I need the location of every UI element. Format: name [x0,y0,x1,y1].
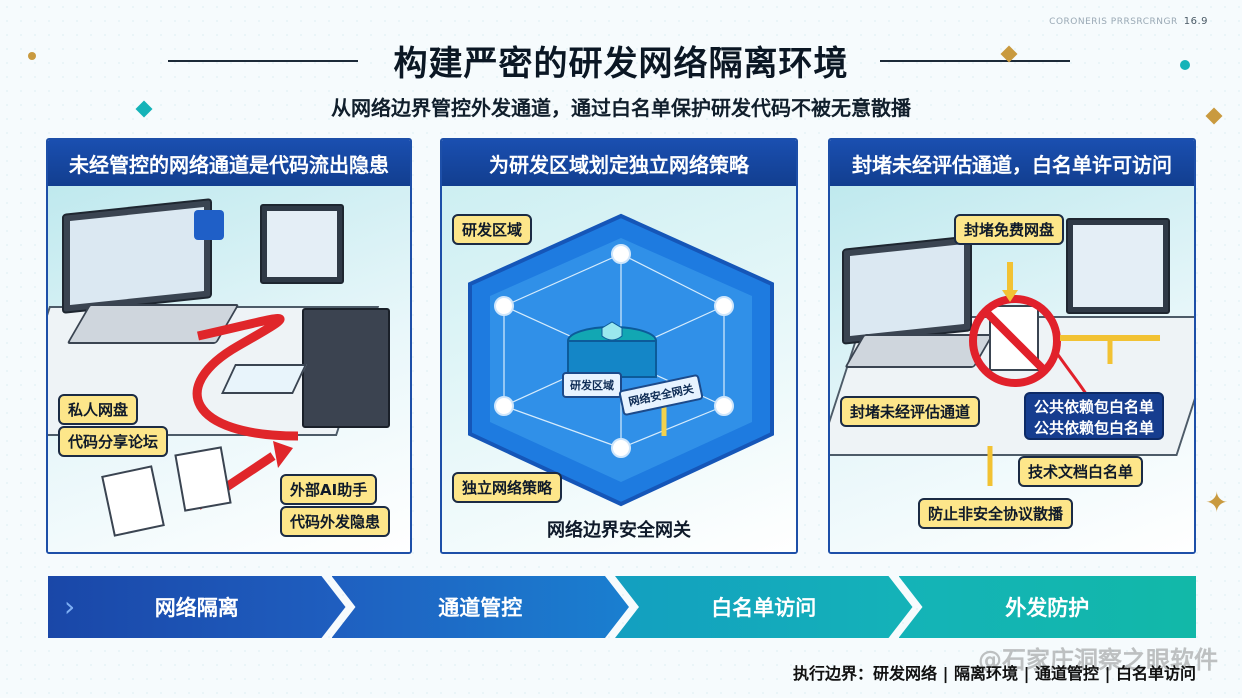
chevron-right-icon: › [64,590,76,623]
network-hexagon [468,213,774,507]
arrow-head-icon [273,441,293,468]
page-title: 构建严密的研发网络隔离环境 [393,44,849,84]
blocking-illustration [969,262,1160,486]
tag-protocol-protection: 防止非安全协议散播 [918,498,1074,529]
title-rule-left [168,60,358,62]
tag-code-forum: 代码分享论坛 [58,426,169,457]
document-icon [174,446,232,512]
arrow-head-icon [1002,290,1018,302]
tag-dependency-whitelist-line: 公共依赖包白名单 [1034,419,1155,437]
tag-dependency-whitelist: 公共依赖包白名单 公共依赖包白名单 [1024,392,1165,440]
step-whitelist-access: 白名单访问 [615,576,913,638]
shield-icon [601,321,623,341]
monitor [260,204,344,284]
panel-title: 为研发区域划定独立网络策略 [442,140,796,186]
panel-title: 封堵未经评估通道，白名单许可访问 [830,140,1194,186]
panel-title: 未经管控的网络通道是代码流出隐患 [48,140,410,186]
panel-uncontrolled-channels: 未经管控的网络通道是代码流出隐患 私人网盘 代码分享论坛 外部AI助手 代码外发… [46,138,412,554]
sparkle-icon: ✦ [1205,486,1229,519]
document-icon [101,465,165,537]
page-subtitle: 从网络边界管控外发通道，通过白名单保护研发代码不被无意散播 [331,96,911,120]
block-slash [983,309,1047,373]
tag-external-ai: 外部AI助手 [280,474,378,505]
tag-block-unassessed: 封堵未经评估通道 [840,396,981,427]
footer-scope: 执行边界：研发网络 | 隔离环境 | 通道管控 | 白名单访问 [793,664,1196,683]
gateway-caption: 网络边界安全网关 [547,520,691,541]
tag-private-cloud: 私人网盘 [58,394,139,425]
data-leak-arrows [101,314,299,537]
tag-doc-whitelist: 技术文档白名单 [1018,456,1144,487]
zone-sign: 研发区域 [562,372,622,398]
core-database-body [567,340,657,378]
block-icon [969,295,1061,387]
decor-dot [1180,60,1190,70]
step-channel-control: 通道管控 [332,576,630,638]
leak-arrow-path [192,314,299,441]
process-steps: 网络隔离 通道管控 白名单访问 外发防护 [48,576,1196,638]
tag-dependency-whitelist-line: 公共依赖包白名单 [1034,398,1155,416]
title-rule-right [880,60,1070,62]
decor-dot [28,52,36,60]
tag-block-free-cloud: 封堵免费网盘 [954,214,1065,245]
watermark: @石家庄洞察之眼软件 [978,646,1218,674]
panel-illustration: 研发区域 网络安全网关 研发区域 独立网络策略 网络边界安全网关 [442,186,796,552]
cloud-app-icon [194,210,224,240]
panel-illustration: 私人网盘 代码分享论坛 外部AI助手 代码外发隐患 [48,186,410,552]
step-network-isolation: 网络隔离 [48,576,346,638]
tag-rd-zone: 研发区域 [452,214,533,245]
step-outbound-protection: 外发防护 [898,576,1196,638]
monitor [1066,218,1170,314]
panel-whitelist-access: 封堵未经评估通道，白名单许可访问 封堵免费网盘 封堵未经评估通道 公共依赖包白名… [828,138,1196,554]
tag-independent-policy: 独立网络策略 [452,472,563,503]
network-nodes [494,244,734,458]
tag-code-leak-risk: 代码外发隐患 [280,506,391,537]
panel-illustration: 封堵免费网盘 封堵未经评估通道 公共依赖包白名单 公共依赖包白名单 技术文档白名… [830,186,1194,552]
panel-rd-zone-policy: 为研发区域划定独立网络策略 研发区域 网络安全网关 研发区域 独立网络策略 [440,138,798,554]
